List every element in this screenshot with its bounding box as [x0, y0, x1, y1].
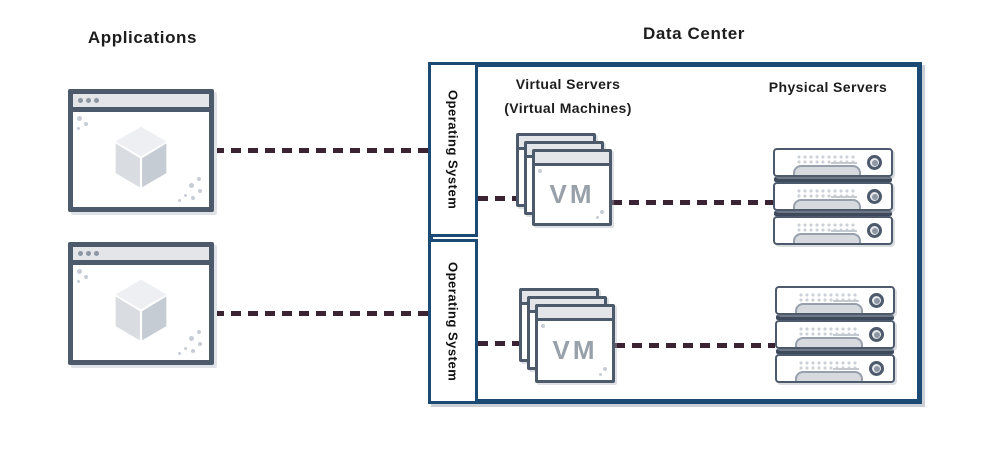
virtual-servers-label: Virtual Servers — [515, 76, 621, 92]
server-tray-icon — [793, 199, 861, 209]
titlebar-dot-icon — [86, 251, 91, 256]
connector-os1-vm1 — [478, 196, 534, 201]
applications-title: Applications — [87, 28, 198, 47]
server-vent-icon — [797, 155, 857, 166]
connector-vm1-servers1 — [612, 200, 773, 205]
server-vent-icon — [799, 327, 859, 338]
server-stack-1 — [773, 148, 893, 245]
application-cube-icon — [114, 279, 168, 341]
titlebar-dot-icon — [86, 98, 91, 103]
server-power-led-icon — [869, 327, 884, 342]
server-vent-icon — [797, 223, 857, 234]
server-stack-2 — [775, 286, 895, 383]
application-window-1 — [68, 89, 214, 212]
server-led-line — [833, 334, 859, 336]
connector-app2-os2 — [214, 311, 428, 316]
vm-stack-1: VM — [516, 133, 616, 229]
server-power-led-icon — [869, 293, 884, 308]
server-vent-icon — [799, 293, 859, 304]
operating-system-label-1: Operating System — [445, 89, 461, 210]
vm-window-front: VM — [532, 149, 612, 226]
server-tray-icon — [795, 337, 863, 347]
application-window-2 — [68, 242, 214, 365]
window-body — [73, 265, 209, 360]
server-separator — [776, 349, 894, 354]
server-tray-icon — [795, 371, 863, 381]
titlebar-dot-icon — [94, 251, 99, 256]
operating-system-box-1: Operating System — [428, 62, 478, 237]
application-cube-icon — [114, 126, 168, 188]
server-separator — [774, 211, 892, 216]
server-led-line — [833, 368, 859, 370]
server-unit — [773, 148, 893, 177]
server-vent-icon — [799, 361, 859, 372]
vm-window-front: VM — [535, 304, 615, 383]
connector-os2-vm2 — [478, 341, 537, 346]
connector-vm2-servers2 — [615, 343, 775, 348]
server-power-led-icon — [867, 189, 882, 204]
server-tray-icon — [793, 165, 861, 175]
server-power-led-icon — [869, 361, 884, 376]
window-titlebar — [73, 94, 209, 107]
server-unit — [773, 182, 893, 211]
window-titlebar — [73, 247, 209, 260]
operating-system-label-2: Operating System — [445, 261, 461, 382]
server-led-line — [831, 196, 857, 198]
server-unit — [775, 320, 895, 349]
vm-stack-2: VM — [519, 288, 619, 384]
server-separator — [776, 315, 894, 320]
operating-system-box-2: Operating System — [428, 239, 478, 404]
server-power-led-icon — [867, 155, 882, 170]
server-separator — [774, 177, 892, 182]
server-led-line — [831, 162, 857, 164]
window-body — [73, 112, 209, 207]
server-led-line — [833, 300, 859, 302]
server-unit — [775, 354, 895, 383]
virtual-machines-label: (Virtual Machines) — [504, 100, 632, 116]
physical-servers-label: Physical Servers — [768, 79, 888, 95]
data-center-title: Data Center — [642, 24, 746, 43]
server-led-line — [831, 230, 857, 232]
server-tray-icon — [793, 233, 861, 243]
titlebar-dot-icon — [78, 251, 83, 256]
server-unit — [773, 216, 893, 245]
connector-app1-os1 — [214, 148, 428, 153]
titlebar-dot-icon — [94, 98, 99, 103]
server-vent-icon — [797, 189, 857, 200]
vm-label-1: VM — [549, 179, 595, 209]
server-tray-icon — [795, 303, 863, 313]
server-power-led-icon — [867, 223, 882, 238]
vm-label-2: VM — [552, 335, 598, 365]
server-unit — [775, 286, 895, 315]
titlebar-dot-icon — [78, 98, 83, 103]
